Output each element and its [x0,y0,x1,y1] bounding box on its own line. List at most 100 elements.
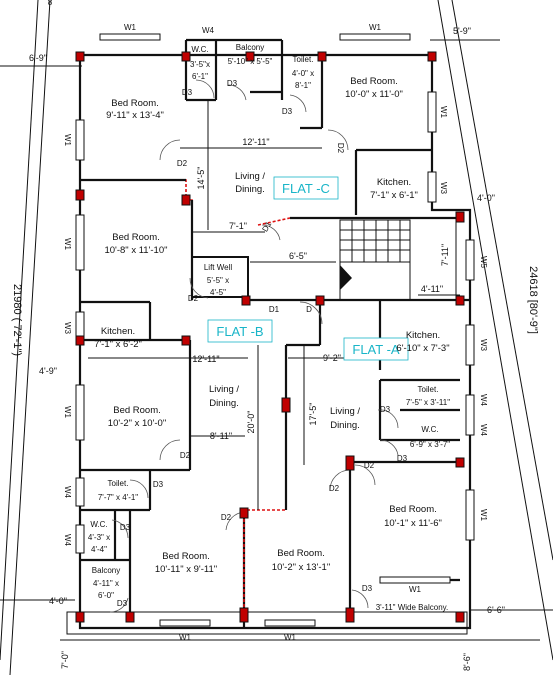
room-labels: Bed Room. 9'-11" x 13'-4" W.C. 3'-5"x 6'… [88,43,450,612]
room-b-bed1-size: 10'-8" x 11'-10" [104,245,167,256]
dim-b-living-width: 12'-11" [192,354,219,364]
tag-door-d3-c-toilet: D3 [282,107,293,116]
tag-window-w1-bottom-left: W1 [179,633,192,642]
room-c-wc-size2: 6'-1" [192,72,208,81]
tag-window-w1-bottom-mid: W1 [284,633,297,642]
tag-door-d3-a-balcony: D3 [362,584,373,593]
dim-right-total: 24618 [80'-9"] [527,266,539,334]
dim-left-mid: 4'-9" [39,366,57,376]
room-a-toilet-name: Toilet. [418,385,439,394]
room-c-kitchen-name: Kitchen. [377,177,411,188]
room-c-bed1-name: Bed Room. [111,98,159,109]
room-c-kitchen-size: 7'-1" x 6'-1" [370,190,418,201]
room-a-living-name1: Living / [330,406,360,417]
room-a-bed-mid-size: 10'-2" x 13'-1" [272,562,330,573]
structural-columns [75,51,465,623]
windows [75,33,475,627]
tag-door-d2-c-bed1: D2 [177,159,188,168]
tag-door-d3-c-wc: D3 [182,88,193,97]
tag-window-w1-c-right: W1 [439,106,448,119]
room-c-bed2-name: Bed Room. [350,76,398,87]
tag-window-w1-top-right: W1 [369,23,382,32]
tag-door-d2-b-bed2: D2 [180,451,191,460]
dim-stair-landing: 4'-11" [421,284,443,294]
dim-a-living-height: 17'-5" [308,403,318,426]
tag-door-d1-c-entry: D1 [260,220,273,234]
room-c-bed2-size: 10'-0" x 11'-0" [345,89,403,100]
dim-b-living-width2: 8'-11" [210,431,232,441]
room-b-balcony-size2: 6'-0" [98,591,114,600]
tag-window-w4-top: W4 [202,26,215,35]
tag-window-w4-a-wc: W4 [479,424,488,437]
flat-labels: FLAT -C FLAT -B FLAT -A [207,176,409,361]
room-b-toilet-name: Toilet. [108,479,129,488]
tag-door-d3-c-balcony: D3 [227,79,238,88]
tag-window-w4-a-toilet: W4 [479,394,488,407]
dim-top-left: 6'-9" [29,53,47,63]
tag-window-w1-top-left: W1 [124,23,137,32]
room-b-balcony-name: Balcony [92,566,120,575]
room-b-wc-name: W.C. [90,520,107,529]
tag-door-d2-b-bed1: D2 [188,294,199,303]
room-b-balcony-size1: 4'-11" x [93,579,119,588]
room-c-wc-name: W.C. [191,45,208,54]
door-swings [109,79,399,613]
interior-walls [80,38,470,628]
room-b-living-name2: Dining. [209,398,239,409]
room-lift-size2: 4'-5" [210,288,226,297]
room-b-bed3-name: Bed Room. [162,551,210,562]
tag-door-d3-b-wc: D3 [120,523,131,532]
tag-window-w1-a-balcony: W1 [409,585,422,594]
room-b-wc-size2: 4'-4" [91,545,107,554]
dim-stair-height: 7'-11" [440,244,450,266]
tag-door-d2-b-bed3: D2 [221,513,232,522]
room-a-wc-size: 6'-9" x 3'-7" [410,440,450,449]
dim-right-upper: 4'-0" [477,193,495,203]
room-b-bed2-name: Bed Room. [113,405,161,416]
dim-top-right: 5'-9" [453,26,471,36]
tag-window-w4-b-toilet: W4 [63,486,72,499]
room-b-wc-size1: 4'-3" x [88,533,110,542]
tag-window-w1-c-left: W1 [63,134,72,147]
dim-bottom-left: 4'-0" [49,596,67,606]
tag-door-d-a-entry: D [306,305,312,314]
tag-door-d2-a-bed-mid: D2 [329,484,340,493]
dim-b-living-height: 20'-0" [246,411,256,434]
room-b-toilet-size: 7'-7" x 4'-1" [98,493,138,502]
tag-door-d3-a-wc: D3 [397,454,408,463]
room-lift-name: Lift Well [204,263,233,272]
tag-window-w3-a-kitchen: W3 [479,339,488,352]
dimension-labels: 6'-9" 5'-9" 4'-0" 4'-9" 4'-0" 6'-6" 7'-0… [29,26,505,671]
room-b-kitchen-size: 7'-1" x 6'-2" [94,339,142,350]
room-a-bed-size: 10'-1" x 11'-6" [384,518,442,529]
tag-door-d3-b-balcony: D3 [117,599,128,608]
dim-c-living-height: 14'-5" [196,167,206,190]
room-a-bed-mid-name: Bed Room. [277,548,325,559]
room-c-toilet-name: Toilet. [293,55,314,64]
room-c-toilet-size2: 8'-1" [295,81,311,90]
room-c-balcony-size: 5'-10" x 5'-5" [228,57,273,66]
tag-window-w5-stair: W5 [479,256,488,269]
room-a-wc-name: W.C. [421,425,438,434]
tag-door-d3-a-toilet: D3 [380,405,391,414]
room-a-balcony-label: 3'-11" Wide Balcony. [376,603,449,612]
dim-bottom-right-vertical: 8'-6" [462,653,472,671]
room-c-living-name2: Dining. [235,184,265,195]
tag-window-w3-c-kitchen: W3 [439,182,448,195]
tag-window-w1-b-bed2: W1 [63,406,72,419]
dim-stair-width: 6'-5" [289,251,307,261]
tag-top-left-number: 8 [48,0,53,7]
room-c-balcony-name: Balcony [236,43,264,52]
room-c-living-name1: Living / [235,171,265,182]
opening-tags: W1 W4 W1 W1 W1 W3 W1 W5 W3 W3 W1 W4 W4 W… [48,0,488,642]
tag-door-d3-b-toilet: D3 [153,480,164,489]
dim-bottom-left-vertical: 7'-0" [60,651,70,669]
dim-left-total: 21980 ( 72'-1") [11,284,23,356]
room-lift-size1: 5'-5" x [207,276,229,285]
tag-window-w1-a-bed: W1 [479,509,488,522]
tag-door-d2-c-bed2: D2 [336,143,345,154]
room-b-bed1-name: Bed Room. [112,232,160,243]
room-a-kitchen-size: 6'-10" x 7'-3" [396,343,449,354]
tag-door-d1-b-entry: D1 [269,305,280,314]
